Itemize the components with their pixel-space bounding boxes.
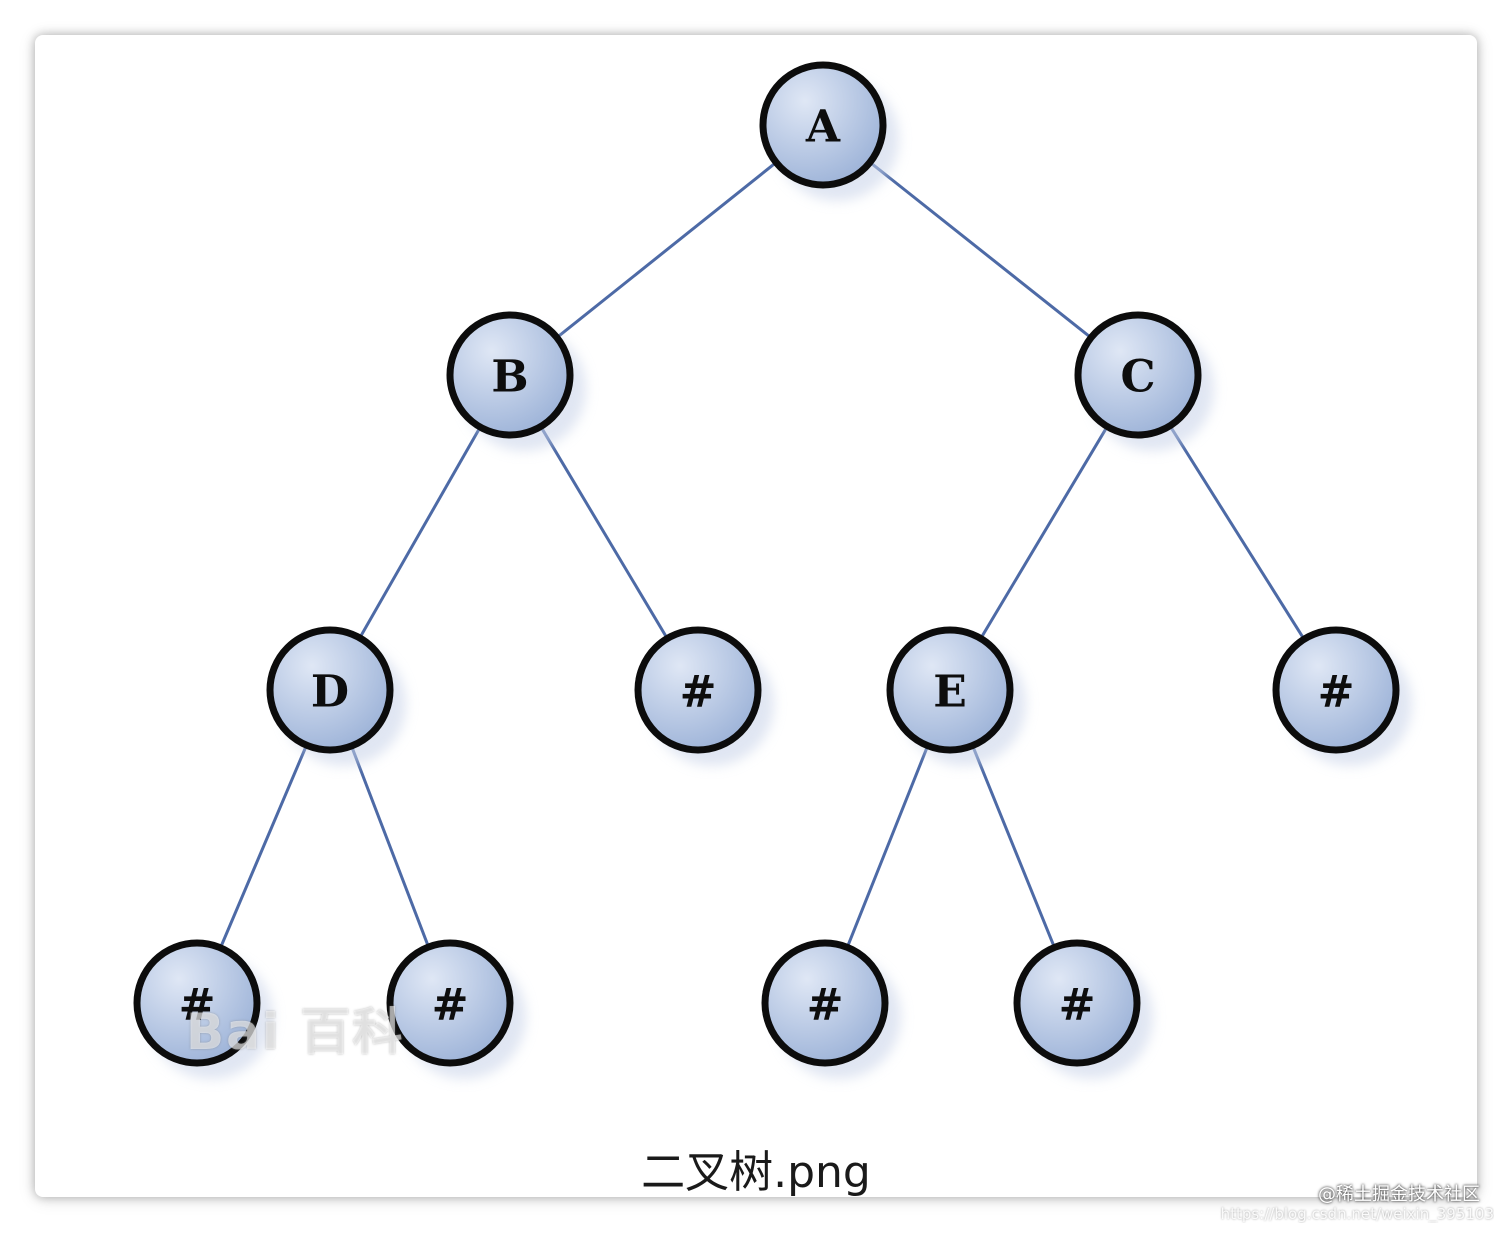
edge-C-C_right (1167, 423, 1307, 642)
node-label: A (805, 102, 841, 153)
node-circle (446, 311, 574, 439)
node-label: # (432, 980, 469, 1031)
node-circle (386, 939, 514, 1067)
node-label: E (933, 667, 967, 718)
node-label: # (179, 980, 216, 1031)
edge-C-E (978, 424, 1110, 641)
tree-node-E_right: # (1013, 939, 1153, 1079)
node-circle (761, 939, 889, 1067)
image-card (35, 35, 1477, 1197)
node-circle (266, 626, 394, 754)
node-label: C (1120, 352, 1155, 403)
edge-A-C (867, 159, 1094, 341)
tree-node-E: E (886, 626, 1026, 766)
node-circle (1013, 939, 1141, 1067)
site-credit[interactable]: @稀土掘金技术社区 (1318, 1184, 1480, 1205)
tree-node-E_left: # (761, 939, 901, 1079)
tree-node-A: A (759, 61, 899, 201)
url-credit[interactable]: https://blog.csdn.net/weixin_395103 (1220, 1205, 1494, 1223)
nodes-layer: A B C D # E # # # # # (133, 61, 1412, 1079)
node-label: # (1059, 980, 1096, 1031)
edge-A-B (554, 160, 779, 340)
tree-node-D: D (266, 626, 406, 766)
node-circle (759, 61, 887, 189)
node-circle (1074, 311, 1202, 439)
node-circle (133, 939, 261, 1067)
edge-D-D_right (349, 743, 431, 950)
edges-layer (218, 159, 1307, 951)
node-circle (634, 626, 762, 754)
node-circle (1272, 626, 1400, 754)
tree-node-B_right: # (634, 626, 774, 766)
tree-node-C_right: # (1272, 626, 1412, 766)
image-caption: 二叉树.png (641, 1147, 871, 1198)
node-label: B (491, 352, 528, 403)
node-label: # (807, 980, 844, 1031)
edge-B-B_right (538, 424, 670, 641)
edge-E-E_right (970, 743, 1057, 950)
node-label: # (1318, 667, 1355, 718)
node-label: # (680, 667, 717, 718)
edge-E-E_left (845, 743, 930, 950)
edge-B-D (357, 424, 483, 641)
tree-node-B: B (446, 311, 586, 451)
tree-node-D_right: # (386, 939, 526, 1079)
tree-node-C: C (1074, 311, 1214, 451)
node-circle (886, 626, 1014, 754)
edge-D-D_left (218, 742, 309, 951)
tree-node-D_left: # (133, 939, 273, 1079)
node-label: D (311, 667, 349, 718)
